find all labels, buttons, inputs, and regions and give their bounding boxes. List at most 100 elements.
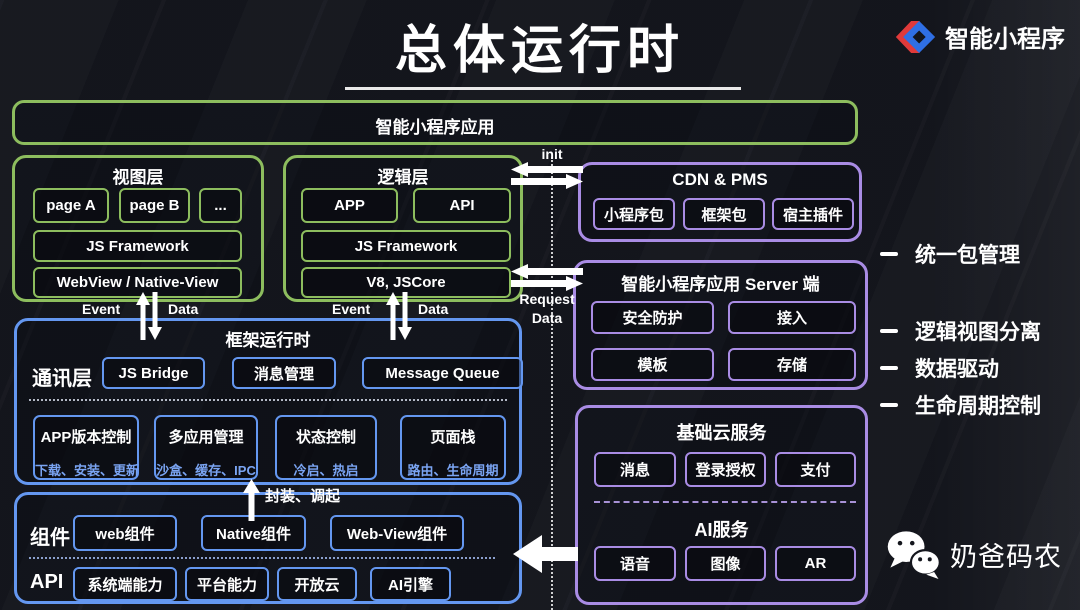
api-label: API (30, 571, 64, 593)
smart-miniprogram-logo-icon (895, 20, 936, 53)
request-label: Request (519, 291, 575, 307)
ar-chip: AR (775, 546, 856, 581)
webview-chip: WebView / Native-View (33, 267, 242, 298)
state-control-module: 状态控制 冷启、热启 (275, 415, 377, 480)
request-data-label: Data (531, 310, 563, 326)
encapsulate-label: 封装、调起 (265, 488, 341, 505)
watermark-name: 奶爸码农 (950, 542, 1062, 572)
cdn-pms-box: CDN & PMS 小程序包 框架包 宿主插件 (578, 162, 862, 242)
webview-component-chip: Web-View组件 (330, 515, 464, 551)
comm-layer-label: 通讯层 (32, 368, 92, 390)
event-data-arrows-view-icon (136, 292, 162, 340)
bullet-text: 统一包管理 (915, 244, 1020, 267)
comm-separator (29, 399, 507, 401)
data-label-view: Data (168, 301, 199, 317)
cloud-services-title: 基础云服务 (676, 423, 767, 443)
payment-chip: 支付 (775, 452, 856, 487)
page-stack-module: 页面栈 路由、生命周期 (400, 415, 506, 480)
view-layer-box: 视图层 page A page B ... JS Framework WebVi… (12, 155, 264, 302)
cloud-ai-separator (594, 501, 856, 503)
app-bar-label: 智能小程序应用 (375, 118, 495, 137)
open-cloud-chip: 开放云 (277, 567, 357, 601)
logic-layer-title: 逻辑层 (377, 168, 429, 187)
component-api-box: 组件 web组件 Native组件 Web-View组件 API 系统端能力 平… (14, 492, 522, 604)
bullet-text: 数据驱动 (915, 358, 999, 381)
message-chip: 消息 (594, 452, 676, 487)
platform-capability-chip: 平台能力 (185, 567, 269, 601)
request-double-arrow-icon (511, 264, 583, 291)
page-stack-title: 页面栈 (430, 429, 476, 446)
page-a-chip: page A (33, 188, 109, 223)
miniapp-package-chip: 小程序包 (593, 198, 675, 230)
bullet-dash-icon (880, 366, 898, 370)
state-control-sub: 冷启、热启 (293, 463, 359, 478)
security-chip: 安全防护 (591, 301, 714, 334)
system-capability-chip: 系统端能力 (73, 567, 177, 601)
multi-app-title: 多应用管理 (168, 429, 244, 446)
framework-runtime-box: 框架运行时 通讯层 JS Bridge 消息管理 Message Queue A… (14, 318, 523, 485)
framework-runtime-title: 框架运行时 (225, 331, 311, 350)
access-chip: 接入 (728, 301, 856, 334)
page-title: 总体运行时 (394, 22, 685, 80)
multi-app-module: 多应用管理 沙盒、缓存、IPC (154, 415, 258, 480)
event-label-logic: Event (332, 301, 371, 317)
brand: 智能小程序 (895, 19, 1065, 54)
app-version-sub: 下载、安装、更新 (35, 463, 140, 478)
logic-layer-box: 逻辑层 APP API JS Framework V8, JSCore (283, 155, 523, 302)
watermark: 奶爸码农 (886, 530, 1062, 579)
logic-js-framework-chip: JS Framework (301, 230, 511, 262)
bullet-data-driven: 数据驱动 (880, 353, 999, 383)
cdn-pms-title: CDN & PMS (672, 170, 768, 189)
bullet-text: 生命周期控制 (915, 395, 1041, 418)
template-chip: 模板 (591, 348, 714, 381)
flow-dotted-line (551, 157, 553, 610)
image-chip: 图像 (685, 546, 766, 581)
ai-services-title: AI服务 (694, 520, 749, 540)
native-component-chip: Native组件 (201, 515, 306, 551)
wechat-icon (887, 531, 941, 579)
bullet-text: 逻辑视图分离 (915, 321, 1041, 344)
app-version-module: APP版本控制 下载、安装、更新 (33, 415, 139, 480)
server-box: 智能小程序应用 Server 端 安全防护 接入 模板 存储 (573, 260, 868, 390)
bullet-lifecycle-control: 生命周期控制 (880, 390, 1041, 420)
data-label-logic: Data (418, 301, 449, 317)
app-version-title: APP版本控制 (40, 429, 132, 446)
brand-name: 智能小程序 (945, 26, 1065, 53)
component-api-separator (29, 557, 495, 559)
js-bridge-chip: JS Bridge (102, 357, 205, 389)
framework-package-chip: 框架包 (683, 198, 765, 230)
event-data-arrows-logic-icon (386, 292, 412, 340)
encapsulate-up-arrow-icon (243, 479, 260, 521)
bullet-dash-icon (880, 252, 898, 256)
bullet-logic-view-separation: 逻辑视图分离 (880, 316, 1041, 346)
api-chip: API (413, 188, 511, 223)
app-chip: APP (301, 188, 398, 223)
view-layer-title: 视图层 (112, 168, 164, 187)
multi-app-sub: 沙盒、缓存、IPC (156, 463, 256, 478)
bullet-dash-icon (880, 329, 898, 333)
title-underline (345, 87, 741, 90)
init-label: init (541, 146, 563, 162)
cloud-services-box: 基础云服务 消息 登录授权 支付 AI服务 语音 图像 AR (575, 405, 868, 605)
voice-chip: 语音 (594, 546, 676, 581)
storage-chip: 存储 (728, 348, 856, 381)
web-component-chip: web组件 (73, 515, 177, 551)
ai-engine-chip: AI引擎 (370, 567, 451, 601)
bullet-unified-package: 统一包管理 (880, 239, 1020, 269)
page-more-chip: ... (199, 188, 242, 223)
host-plugin-chip: 宿主插件 (772, 198, 854, 230)
message-mgmt-chip: 消息管理 (232, 357, 336, 389)
component-label: 组件 (30, 527, 70, 549)
event-label-view: Event (82, 301, 121, 317)
message-queue-chip: Message Queue (362, 357, 523, 389)
page-b-chip: page B (119, 188, 190, 223)
init-double-arrow-icon (511, 162, 583, 189)
app-bar-box: 智能小程序应用 (12, 100, 858, 145)
login-auth-chip: 登录授权 (685, 452, 766, 487)
state-control-title: 状态控制 (295, 429, 356, 446)
server-title: 智能小程序应用 Server 端 (621, 275, 820, 294)
bullet-dash-icon (880, 403, 898, 407)
cloud-to-component-arrow-icon (513, 535, 578, 573)
page-stack-sub: 路由、生命周期 (407, 463, 499, 478)
